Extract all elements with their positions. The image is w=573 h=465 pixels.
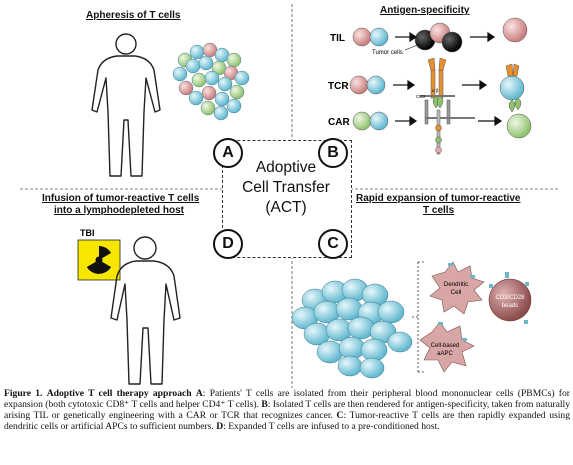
dendritic-label-2: Cell bbox=[451, 289, 462, 296]
act-line-2: Cell Transfer bbox=[242, 179, 330, 196]
til-row bbox=[352, 17, 528, 53]
panel-c-title-line1: Rapid expansion of tumor-reactive bbox=[356, 193, 521, 204]
cd3-cd28-bead bbox=[488, 272, 532, 324]
radiation-hazard-icon bbox=[77, 239, 121, 281]
caption-key-c: C bbox=[336, 409, 344, 421]
act-center-label: Adoptive Cell Transfer (ACT) bbox=[222, 158, 350, 218]
caption-title: Adoptive T cell therapy approach bbox=[46, 388, 192, 399]
dendritic-label-1: Dendritic bbox=[444, 281, 468, 288]
panel-d-title-line1: Infusion of tumor-reactive T cells bbox=[42, 193, 200, 204]
artificial-apc-cell bbox=[419, 321, 475, 373]
caption-key-a: A bbox=[195, 388, 203, 399]
arrow-tcr bbox=[393, 79, 488, 91]
tcr-label: TCR bbox=[328, 81, 349, 92]
dendritic-cell bbox=[429, 261, 485, 315]
figure-stage: TIL TCR CAR Tumor cells CD3 α β TBI Dend… bbox=[20, 4, 560, 388]
panel-b-title: Antigen-specificity bbox=[380, 5, 470, 16]
panel-c-title-line2: T cells bbox=[423, 205, 455, 216]
t-cell-cluster-a bbox=[172, 42, 250, 121]
caption-text-a: : Patients' T cells are isolated from th… bbox=[4, 388, 570, 410]
figure-caption: Figure 1. Adoptive T cell therapy approa… bbox=[4, 388, 571, 433]
cd3-label: CD3 bbox=[416, 94, 425, 99]
circle-c: C bbox=[318, 229, 348, 259]
panel-a-title: Apheresis of T cells bbox=[86, 10, 181, 21]
arrow-til bbox=[395, 31, 496, 51]
beads-label-1: CD3/CD28 bbox=[495, 295, 525, 301]
caption-key-b: B bbox=[261, 398, 268, 410]
circle-d: D bbox=[213, 229, 243, 259]
expanded-t-cell-cluster bbox=[291, 278, 413, 379]
tumor-cells-label: Tumor cells bbox=[372, 50, 403, 56]
figure-art: TIL TCR CAR Tumor cells CD3 α β TBI Dend… bbox=[20, 4, 560, 388]
caption-key-d: D bbox=[216, 420, 224, 432]
act-line-1: Adoptive bbox=[255, 159, 317, 176]
caption-text-c: : Tumor-reactive T cells are then rapidl… bbox=[4, 409, 570, 432]
tcr-row bbox=[349, 57, 525, 125]
panel-d-title-line2: into a lymphodepleted host bbox=[54, 205, 185, 216]
apc-label-2: aAPC bbox=[437, 351, 453, 357]
beads-label-2: beads bbox=[502, 303, 518, 309]
car-row bbox=[352, 95, 532, 155]
caption-text-b: : Isolated T cells are then rendered for… bbox=[4, 398, 571, 421]
caption-figure-number: Figure 1. bbox=[4, 388, 43, 399]
circle-b: B bbox=[318, 138, 348, 168]
act-line-3: (ACT) bbox=[265, 199, 307, 216]
arrow-car bbox=[395, 115, 503, 127]
car-label: CAR bbox=[328, 117, 350, 128]
apc-label-1: Cell-based bbox=[431, 343, 460, 349]
tbi-label: TBI bbox=[80, 228, 95, 238]
til-label: TIL bbox=[330, 33, 345, 44]
caption-text-d: : Expanded T cells are infused to a pre-… bbox=[223, 420, 440, 432]
human-silhouette-d bbox=[110, 236, 181, 385]
alpha-beta-label: α β bbox=[432, 89, 439, 94]
circle-a: A bbox=[213, 138, 243, 168]
human-silhouette-a bbox=[91, 33, 161, 177]
expansion-bracket bbox=[410, 261, 426, 373]
